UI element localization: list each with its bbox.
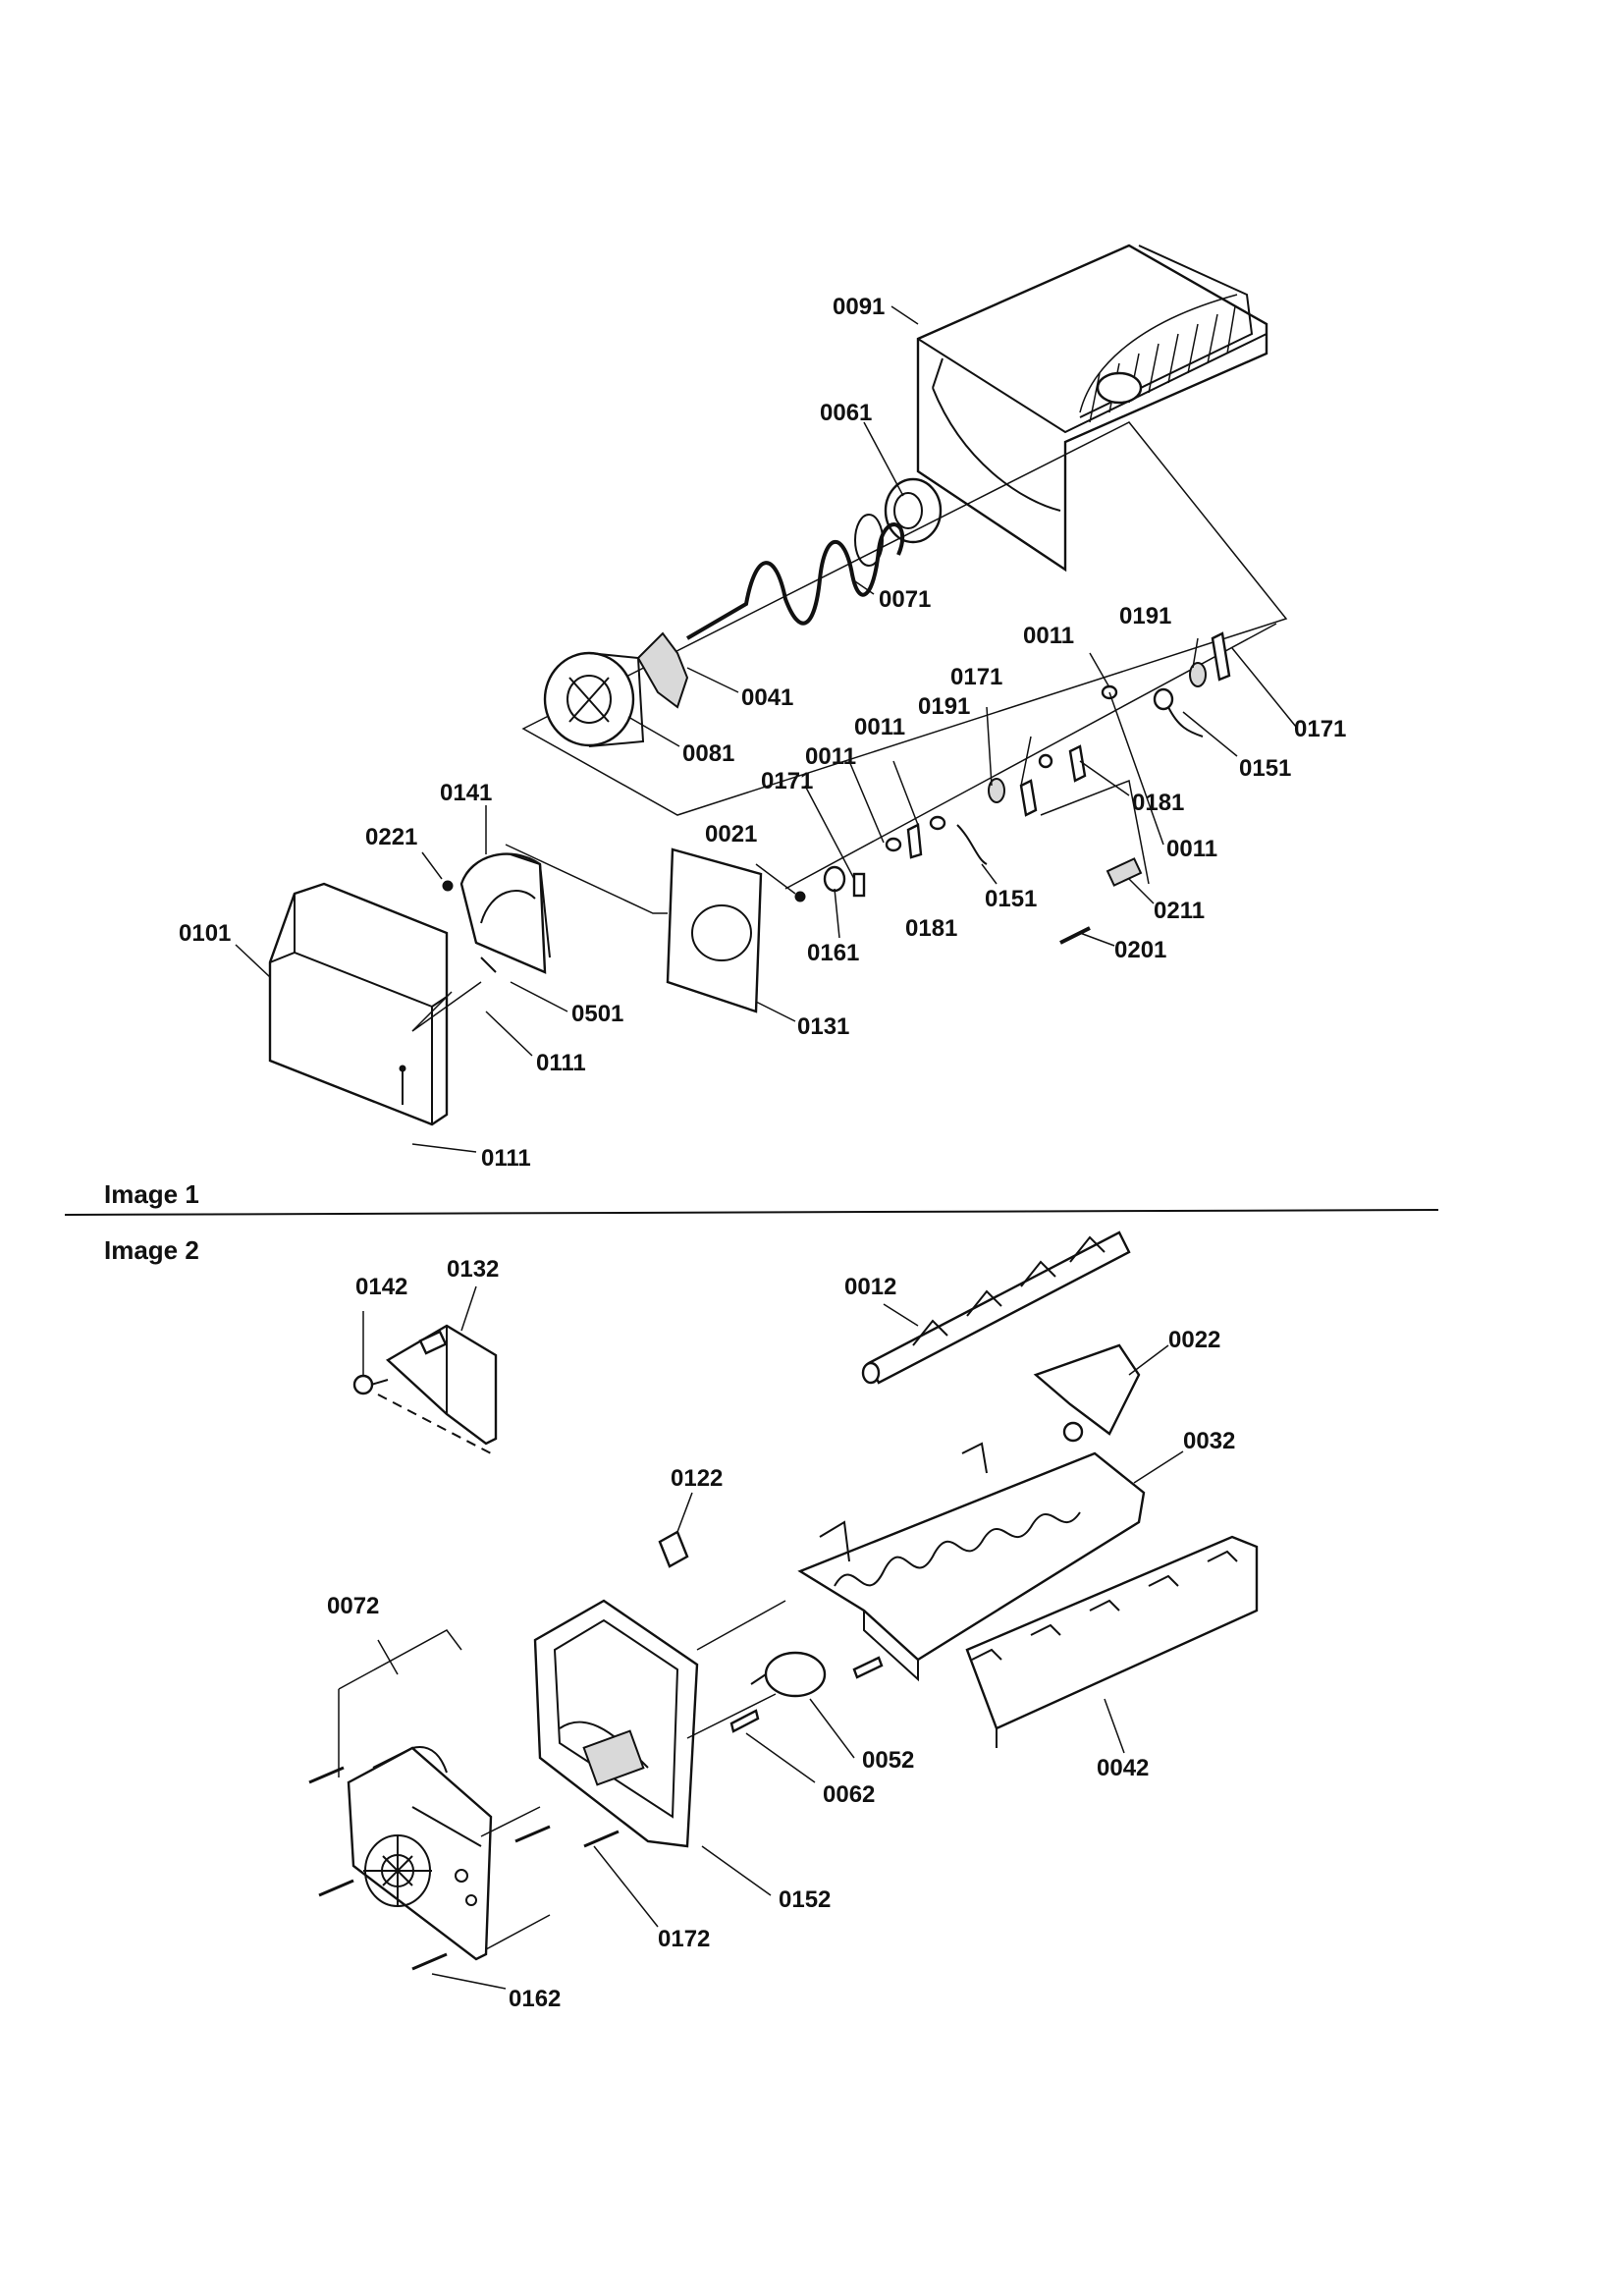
callout-0501: 0501 (571, 1001, 623, 1027)
callout-0122: 0122 (671, 1465, 723, 1492)
clip-part (658, 1530, 689, 1568)
callout-0141: 0141 (440, 780, 492, 806)
shaft-small-parts (794, 631, 1231, 945)
image-2-assembly (308, 1230, 1259, 1971)
ice-mold-part (797, 1442, 1146, 1682)
callout-0142: 0142 (355, 1274, 407, 1300)
auger-spiral-part (685, 514, 905, 640)
callout-0172: 0172 (658, 1926, 710, 1952)
callout-0111: 0111 (481, 1145, 531, 1172)
callout-0091: 0091 (833, 294, 885, 320)
screw-part (352, 1374, 389, 1395)
assembly-boundary-line (521, 421, 1288, 816)
callout-0201: 0201 (1114, 937, 1166, 963)
callout-0012: 0012 (844, 1274, 896, 1300)
motor-module-part (347, 1746, 493, 1961)
callout-0131: 0131 (797, 1013, 849, 1040)
callout-0022: 0022 (1168, 1327, 1220, 1353)
image-1-assembly (268, 244, 1288, 1126)
callout-0171: 0171 (1294, 716, 1346, 742)
callout-0151: 0151 (985, 886, 1037, 912)
callout-0011: 0011 (1166, 836, 1217, 862)
stripper-part (1033, 1343, 1141, 1443)
callout-0211: 0211 (1154, 898, 1205, 924)
callout-0151: 0151 (1239, 755, 1291, 782)
callout-0062: 0062 (823, 1781, 875, 1808)
auger-ring-part (884, 477, 943, 544)
callout-0021: 0021 (705, 821, 757, 847)
callout-0101: 0101 (179, 920, 231, 947)
ice-guide-part (965, 1535, 1259, 1748)
motor-part (750, 1651, 827, 1698)
bracket-outline-line (338, 1629, 462, 1690)
control-housing-part (533, 1599, 699, 1848)
housing-part (442, 852, 551, 974)
ice-bucket-part (916, 244, 1268, 573)
callout-0191: 0191 (918, 693, 970, 720)
callout-0152: 0152 (779, 1886, 831, 1913)
callout-0181: 0181 (1132, 790, 1184, 816)
image-1-callouts: 0091 0061 0071 0041 0081 0011 0191 0171 … (179, 294, 1346, 1172)
image-2-callouts: 0142 0132 0012 0022 0032 0122 0072 0052 … (327, 1256, 1235, 2012)
callout-0162: 0162 (509, 1986, 561, 2012)
image-2-label: Image 2 (104, 1235, 199, 1265)
callout-0111: 0111 (536, 1050, 586, 1076)
callout-0081: 0081 (682, 740, 734, 767)
callout-0161: 0161 (807, 940, 859, 966)
callout-0191: 0191 (1119, 603, 1171, 629)
callout-0171: 0171 (761, 768, 813, 794)
section-divider (64, 1209, 1439, 1216)
callout-0052: 0052 (862, 1747, 914, 1774)
image-1-leader-lines (235, 305, 1297, 1153)
callout-0181: 0181 (905, 915, 957, 942)
callout-0032: 0032 (1183, 1428, 1235, 1454)
callout-0011: 0011 (854, 714, 905, 740)
mounting-plate-part (666, 847, 763, 1013)
ejector-part (861, 1230, 1131, 1385)
callout-0011: 0011 (1023, 623, 1074, 649)
callout-0041: 0041 (741, 684, 793, 711)
callout-0132: 0132 (447, 1256, 499, 1283)
callout-0071: 0071 (879, 586, 931, 613)
cam-part (636, 631, 689, 709)
front-cover-part (268, 882, 449, 1126)
drive-cup-part (543, 651, 645, 747)
screws (308, 1766, 620, 1971)
callout-0011: 0011 (805, 743, 856, 770)
shaft-pin-part (729, 1656, 884, 1733)
image-2-leader-lines (362, 1285, 1184, 1990)
alignment-line (377, 1394, 492, 1454)
callout-0042: 0042 (1097, 1755, 1149, 1781)
image-1-label: Image 1 (104, 1179, 199, 1209)
callout-0221: 0221 (365, 824, 417, 850)
callout-0072: 0072 (327, 1593, 379, 1619)
callout-0171: 0171 (950, 664, 1002, 690)
bracket-part (385, 1324, 498, 1446)
callout-0061: 0061 (820, 400, 872, 426)
